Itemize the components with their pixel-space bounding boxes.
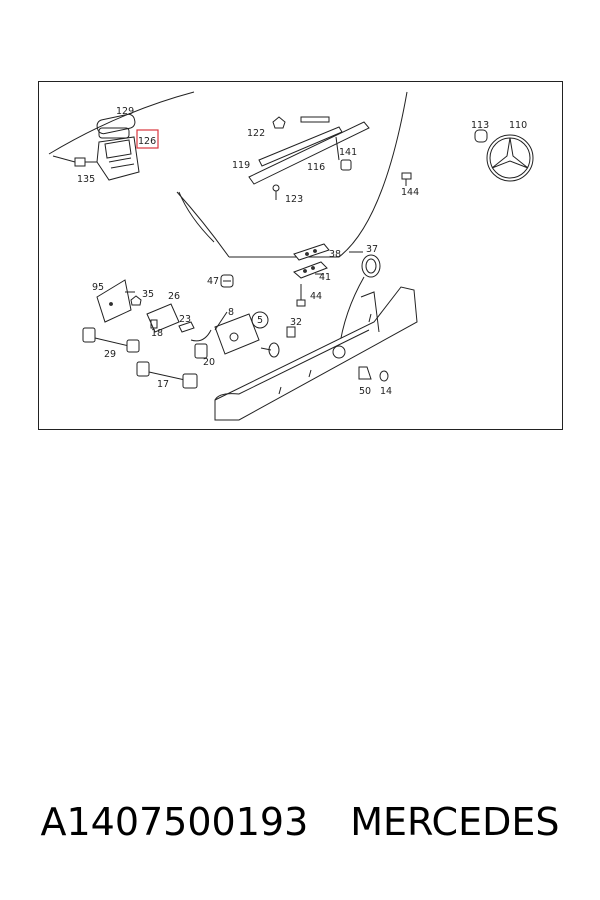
label-144[interactable]: 144 [401,187,419,198]
label-26[interactable]: 26 [168,291,180,302]
label-126[interactable]: 126 [138,136,156,147]
label-44[interactable]: 44 [310,291,322,302]
bolt-135-part[interactable] [74,157,97,167]
label-29[interactable]: 29 [104,349,116,360]
parts-diagram: 129 126 135 122 119 116 141 123 144 113 … [38,81,563,430]
bolt-44-part[interactable] [296,284,306,307]
star-emblem-part[interactable] [486,134,534,182]
trunk-lid-edge [178,191,215,243]
label-8[interactable]: 8 [228,307,234,318]
screw-123-part[interactable] [272,184,280,200]
highlight-box [136,129,159,149]
bolt-35-part[interactable] [130,295,142,306]
lock-housing-part[interactable] [96,127,140,181]
label-47[interactable]: 47 [207,276,219,287]
label-116[interactable]: 116 [307,162,325,173]
plug-47-part[interactable] [220,274,234,288]
label-123[interactable]: 123 [285,194,303,205]
leader-lines [125,136,363,331]
label-37[interactable]: 37 [366,244,378,255]
label-135[interactable]: 135 [77,174,95,185]
brand-name: MERCEDES [350,800,560,844]
rod-17-part[interactable] [136,361,198,389]
seal-ring-part[interactable] [96,113,136,135]
caption: A1407500193 MERCEDES [0,800,600,860]
clip-141-part[interactable] [340,159,352,171]
clip-23-part[interactable] [178,321,195,333]
label-38[interactable]: 38 [329,249,341,260]
screw-144-part[interactable] [401,172,412,186]
label-35[interactable]: 35 [142,289,154,300]
label-32[interactable]: 32 [290,317,302,328]
washer-14-part[interactable] [379,370,389,382]
hinge-plates-part[interactable] [293,243,330,279]
exploded-view-drawing: 129 126 135 122 119 116 141 123 144 113 … [48,91,534,421]
label-23[interactable]: 23 [179,314,191,325]
label-122[interactable]: 122 [247,128,265,139]
label-18[interactable]: 18 [151,328,163,339]
label-129[interactable]: 129 [116,106,134,117]
grommet-37-part[interactable] [361,254,381,278]
lock-mechanism-part[interactable] [190,313,260,359]
nut-122-part[interactable] [272,116,286,129]
rod-29-part[interactable] [82,327,140,353]
handle-strip-part[interactable] [248,116,370,185]
label-41[interactable]: 41 [319,272,331,283]
label-113[interactable]: 113 [471,120,489,131]
label-14[interactable]: 14 [380,386,392,397]
part-number: A1407500193 [40,800,309,844]
label-141[interactable]: 141 [339,147,357,158]
label-17[interactable]: 17 [157,379,169,390]
actuator-26-part[interactable] [146,303,180,333]
label-95[interactable]: 95 [92,282,104,293]
clip-50-part[interactable] [358,366,372,380]
bushing-113-part[interactable] [474,129,488,143]
label-5[interactable]: 5 [257,315,263,326]
label-119[interactable]: 119 [232,160,250,171]
label-110[interactable]: 110 [509,120,527,131]
sill-panel-part[interactable] [214,286,418,421]
bracket-95-part[interactable] [96,279,132,323]
clip-32-part[interactable] [286,326,296,338]
trunk-lid-outline [48,91,408,258]
label-50[interactable]: 50 [359,386,371,397]
label-20[interactable]: 20 [203,357,215,368]
lock-cylinder-part[interactable] [260,342,280,358]
